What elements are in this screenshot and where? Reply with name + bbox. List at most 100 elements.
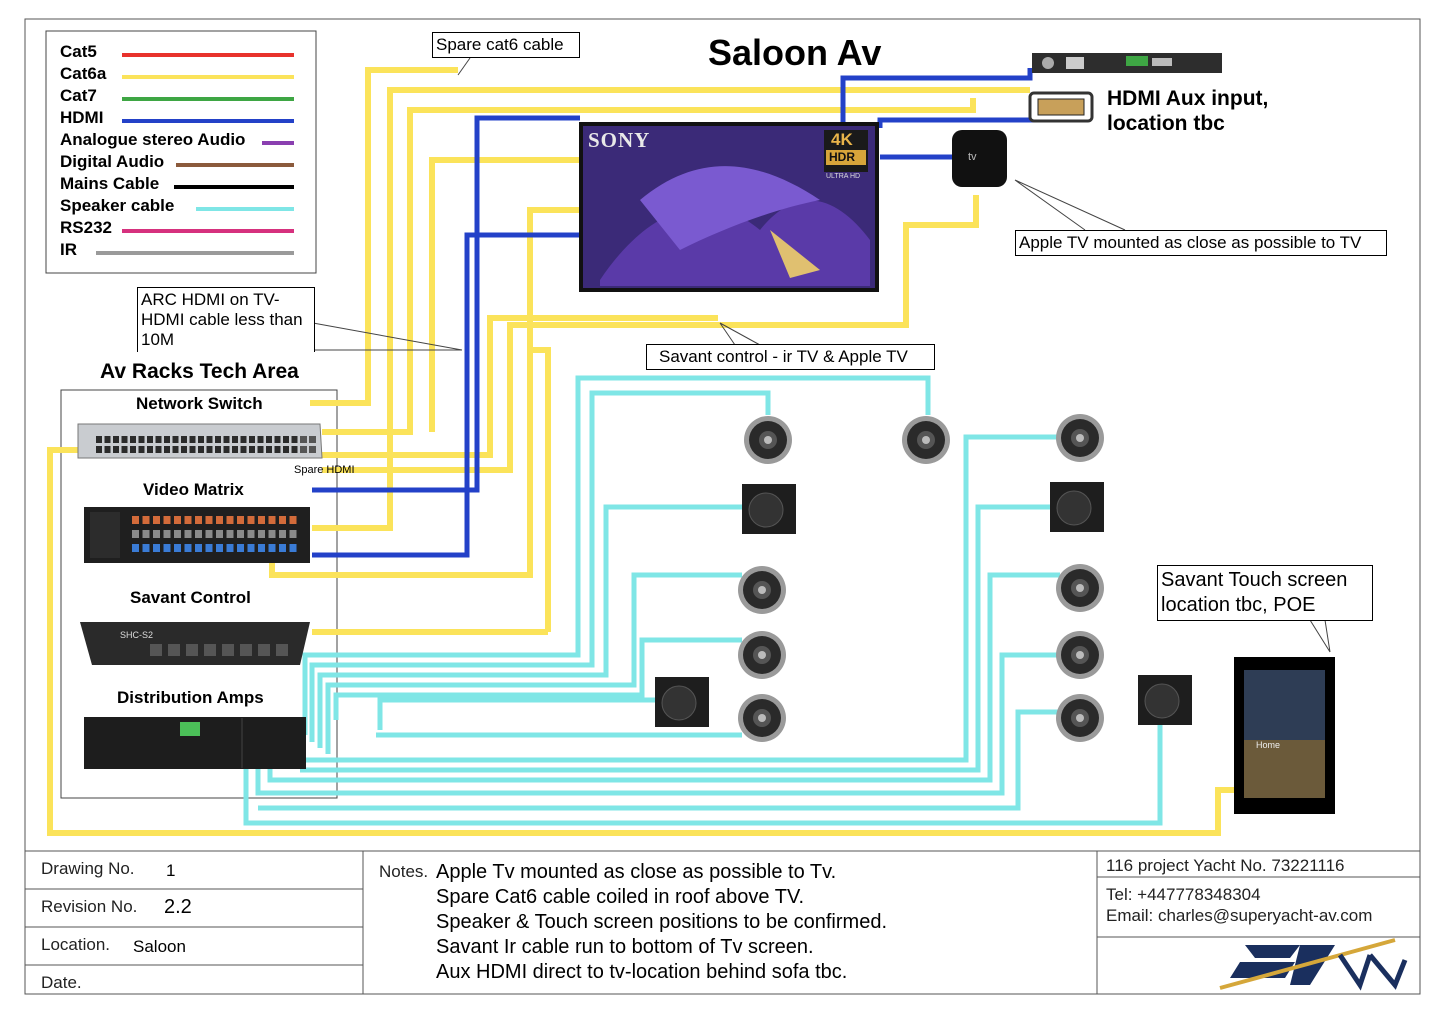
switch-port: [223, 436, 230, 443]
savant-port: [204, 644, 216, 656]
matrix-port: [184, 516, 192, 524]
rack-area-box: [60, 389, 338, 799]
legend-label-7: Speaker cable: [60, 196, 175, 215]
cat6a-switch-to-aux: [312, 87, 1030, 531]
switch-port: [249, 446, 255, 453]
speaker-tweeter: [1076, 434, 1084, 442]
aux-port-hdmi: [1152, 58, 1172, 66]
tv-brand: SONY: [588, 128, 651, 152]
matrix-port: [289, 516, 297, 524]
distribution-amps-device: [84, 717, 306, 769]
tv-hdr-badge-text: HDR: [829, 150, 855, 164]
video-matrix-label: Video Matrix: [143, 480, 244, 499]
switch-port: [104, 446, 111, 453]
ceiling-speaker-icon: [1056, 631, 1104, 679]
switch-port: [113, 436, 119, 443]
switch-port: [274, 436, 281, 443]
switch-port: [181, 436, 187, 443]
matrix-port: [142, 516, 150, 524]
note-3: Speaker & Touch screen positions to be c…: [436, 911, 887, 933]
cat6a-matrix: [269, 207, 580, 578]
savant-port: [186, 644, 198, 656]
switch-port: [121, 436, 128, 443]
matrix-port: [289, 544, 297, 552]
savant-control-label: Savant Control: [130, 588, 251, 607]
legend-label-0: Cat5: [60, 42, 97, 61]
legend-label-6: Mains Cable: [60, 174, 160, 193]
callout-spare-cat6: Spare cat6 cable: [432, 32, 580, 58]
switch-port: [138, 436, 145, 443]
logo-y: [1290, 945, 1335, 985]
switch-uplink: [309, 446, 316, 453]
ceiling-speaker-icon: [738, 694, 786, 742]
switch-uplink: [300, 436, 307, 443]
switch-port: [138, 446, 145, 453]
switch-port: [155, 436, 162, 443]
matrix-port: [195, 544, 202, 552]
switch-port: [223, 446, 230, 453]
sub-driver: [1144, 683, 1180, 719]
switch-port: [249, 436, 255, 443]
rack-area-title: Av Racks Tech Area: [100, 360, 299, 383]
sub-driver: [748, 492, 784, 528]
amp-terminal: [180, 722, 200, 736]
matrix-port: [163, 516, 171, 524]
arc-line-3: 10M: [141, 330, 175, 349]
speaker-cable-9: [300, 504, 1050, 773]
note-4: Savant Ir cable run to bottom of Tv scre…: [436, 936, 814, 958]
speaker-cable-1: [302, 375, 931, 735]
touch-line-1: Savant Touch screen: [1161, 569, 1348, 591]
logo-s-top: [1245, 945, 1300, 958]
matrix-port: [174, 544, 181, 552]
matrix-port: [226, 530, 234, 538]
revision-label: Revision No.: [41, 897, 138, 916]
callout-touch-screen: Savant Touch screen location tbc, POE: [1157, 565, 1373, 621]
syav-logo: [1219, 938, 1408, 991]
matrix-port: [216, 544, 223, 552]
hdmi-aux-line-1: HDMI Aux input,: [1107, 87, 1269, 110]
speaker-cable-8: [300, 434, 1060, 763]
hdmi-plug-contacts: [1037, 98, 1085, 116]
legend-label-3: HDMI: [60, 108, 104, 127]
distribution-amps-label: Distribution Amps: [117, 688, 264, 707]
switch-port: [147, 446, 153, 453]
switch-ports: [96, 436, 316, 453]
speaker-tweeter: [922, 436, 930, 444]
matrix-port: [205, 516, 213, 524]
switch-port: [232, 446, 238, 453]
matrix-port: [174, 516, 181, 524]
logo-s-bottom: [1230, 962, 1295, 978]
speaker-cable-3: [317, 504, 742, 748]
sub-driver: [1056, 490, 1092, 526]
matrix-port: [184, 530, 192, 538]
callout-savant-ir: Savant control - ir TV & Apple TV: [646, 344, 935, 370]
speaker-cables: [243, 375, 1163, 826]
switch-port: [164, 446, 170, 453]
speaker-cable-6: [377, 697, 655, 730]
cat6a-touchscreen: [47, 447, 1238, 836]
speaker-tweeter: [1076, 714, 1084, 722]
touch-line-2: location tbc, POE: [1161, 594, 1316, 616]
switch-port: [172, 446, 179, 453]
matrix-port: [237, 530, 244, 538]
drawing-frame: [24, 18, 1421, 995]
matrix-port: [195, 516, 202, 524]
switch-port: [96, 436, 102, 443]
switch-uplink: [309, 436, 316, 443]
matrix-port: [142, 530, 150, 538]
hdmi-cables: [312, 68, 1038, 558]
matrix-ports: [132, 516, 297, 552]
switch-port: [232, 436, 238, 443]
matrix-port: [163, 530, 171, 538]
speaker-tweeter: [1076, 651, 1084, 659]
switch-port: [172, 436, 179, 443]
page-title: Saloon Av: [708, 32, 882, 73]
ceiling-speaker-icon: [738, 566, 786, 614]
legend-label-4: Analogue stereo Audio: [60, 130, 246, 149]
switch-port: [291, 446, 298, 453]
matrix-port: [237, 516, 244, 524]
savant-port: [222, 644, 234, 656]
legend-swatches: [96, 53, 294, 255]
drawing-no-label: Drawing No.: [41, 859, 135, 878]
